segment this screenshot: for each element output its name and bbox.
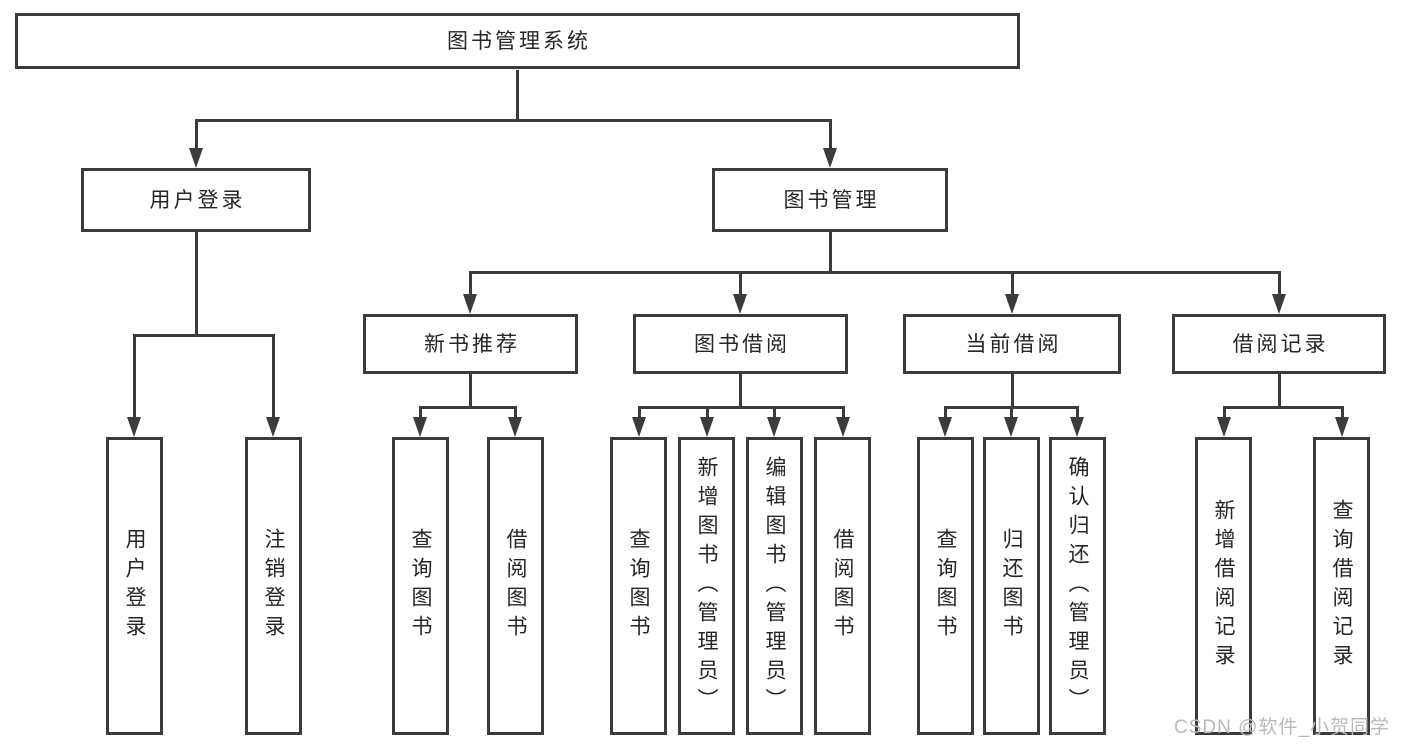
connector-segment-18 [738, 374, 742, 409]
connector-segment-8 [828, 232, 832, 274]
connector-segment-31 [1222, 407, 1226, 419]
node-label-edit-books-admin: 编辑图书（管理员） [763, 455, 786, 717]
connector-segment-15 [418, 405, 517, 409]
node-query-books-current: 查询图书 [917, 437, 974, 735]
node-label-return-books: 归还图书 [1000, 528, 1023, 644]
connector-segment-29 [1277, 374, 1281, 409]
connector-segment-9 [468, 270, 1281, 274]
node-query-borrow-record: 查询借阅记录 [1313, 437, 1370, 735]
connector-segment-4 [194, 232, 198, 337]
node-logout: 注销登录 [245, 437, 302, 735]
arrowhead-icon [733, 294, 747, 314]
node-label-add-books-admin: 新增图书（管理员） [695, 455, 718, 717]
connector-segment-7 [271, 335, 275, 419]
node-label-query-borrow-record: 查询借阅记录 [1330, 499, 1353, 673]
node-borrowing-records: 借阅记录 [1172, 314, 1386, 374]
node-label-query-books-recommend: 查询图书 [409, 528, 432, 644]
node-label-logout: 注销登录 [262, 528, 285, 644]
node-borrow-books-recommend: 借阅图书 [487, 437, 544, 735]
connector-segment-2 [194, 120, 198, 150]
connector-segment-10 [468, 272, 472, 296]
node-label-add-borrow-record: 新增借阅记录 [1212, 499, 1235, 673]
arrowhead-icon [1004, 417, 1018, 437]
node-query-books-recommend: 查询图书 [392, 437, 449, 735]
connector-segment-5 [132, 333, 275, 337]
node-label-current-borrowing: 当前借阅 [965, 332, 1062, 356]
node-borrow-books-borrow: 借阅图书 [814, 437, 871, 735]
connector-segment-30 [1222, 405, 1344, 409]
connector-segment-22 [772, 407, 776, 419]
arrowhead-icon [767, 417, 781, 437]
connector-segment-28 [1075, 407, 1079, 419]
watermark-text: CSDN @软件_小贺同学 [1174, 717, 1390, 738]
node-book-borrowing: 图书借阅 [633, 314, 848, 374]
node-label-book-borrowing: 图书借阅 [694, 332, 790, 356]
node-new-book-recommend: 新书推荐 [363, 314, 578, 374]
arrowhead-icon [823, 148, 837, 168]
connector-segment-19 [637, 405, 845, 409]
node-user-login: 用户登录 [106, 437, 163, 735]
node-return-books: 归还图书 [983, 437, 1040, 735]
node-book-management: 图书管理 [712, 168, 948, 232]
connector-segment-11 [738, 272, 742, 296]
node-label-borrow-books-borrow: 借阅图书 [831, 528, 854, 644]
node-add-books-admin: 新增图书（管理员） [678, 437, 735, 735]
arrowhead-icon [189, 148, 203, 168]
connector-segment-13 [1277, 272, 1281, 296]
node-label-borrowing-records: 借阅记录 [1232, 332, 1329, 356]
node-label-root: 图书管理系统 [447, 29, 591, 53]
connector-segment-20 [637, 407, 641, 419]
connector-segment-1 [194, 118, 832, 122]
node-label-borrow-books-recommend: 借阅图书 [504, 528, 527, 644]
node-confirm-return-admin: 确认归还（管理员） [1049, 437, 1106, 735]
node-label-user-login-group: 用户登录 [149, 188, 246, 212]
node-add-borrow-record: 新增借阅记录 [1195, 437, 1252, 735]
connector-segment-32 [1340, 407, 1344, 419]
arrowhead-icon [508, 417, 522, 437]
node-label-query-books-borrow: 查询图书 [627, 528, 650, 644]
connector-segment-17 [513, 407, 517, 419]
arrowhead-icon [632, 417, 646, 437]
node-label-book-management: 图书管理 [783, 188, 880, 212]
arrowhead-icon [1070, 417, 1084, 437]
arrowhead-icon [1335, 417, 1349, 437]
arrowhead-icon [127, 417, 141, 437]
node-user-login-group: 用户登录 [81, 168, 311, 232]
node-edit-books-admin: 编辑图书（管理员） [746, 437, 803, 735]
node-label-new-book-recommend: 新书推荐 [424, 332, 520, 356]
connector-segment-12 [1010, 272, 1014, 296]
node-query-books-borrow: 查询图书 [610, 437, 667, 735]
connector-segment-27 [1009, 407, 1013, 419]
connector-segment-24 [1010, 374, 1014, 409]
node-label-query-books-current: 查询图书 [934, 528, 957, 644]
node-label-confirm-return-admin: 确认归还（管理员） [1066, 455, 1089, 717]
arrowhead-icon [938, 417, 952, 437]
node-current-borrowing: 当前借阅 [903, 314, 1121, 374]
node-root: 图书管理系统 [15, 13, 1020, 69]
arrowhead-icon [266, 417, 280, 437]
arrowhead-icon [1217, 417, 1231, 437]
connector-segment-23 [841, 407, 845, 419]
node-label-user-login: 用户登录 [123, 528, 146, 644]
connector-segment-26 [943, 407, 947, 419]
connector-segment-3 [828, 120, 832, 150]
connector-segment-14 [468, 374, 472, 409]
connector-segment-21 [705, 407, 709, 419]
arrowhead-icon [836, 417, 850, 437]
arrowhead-icon [700, 417, 714, 437]
connector-segment-6 [132, 335, 136, 419]
arrowhead-icon [1272, 294, 1286, 314]
arrowhead-icon [413, 417, 427, 437]
connector-segment-0 [515, 70, 519, 121]
arrowhead-icon [1005, 294, 1019, 314]
arrowhead-icon [463, 294, 477, 314]
connector-segment-16 [418, 407, 422, 419]
